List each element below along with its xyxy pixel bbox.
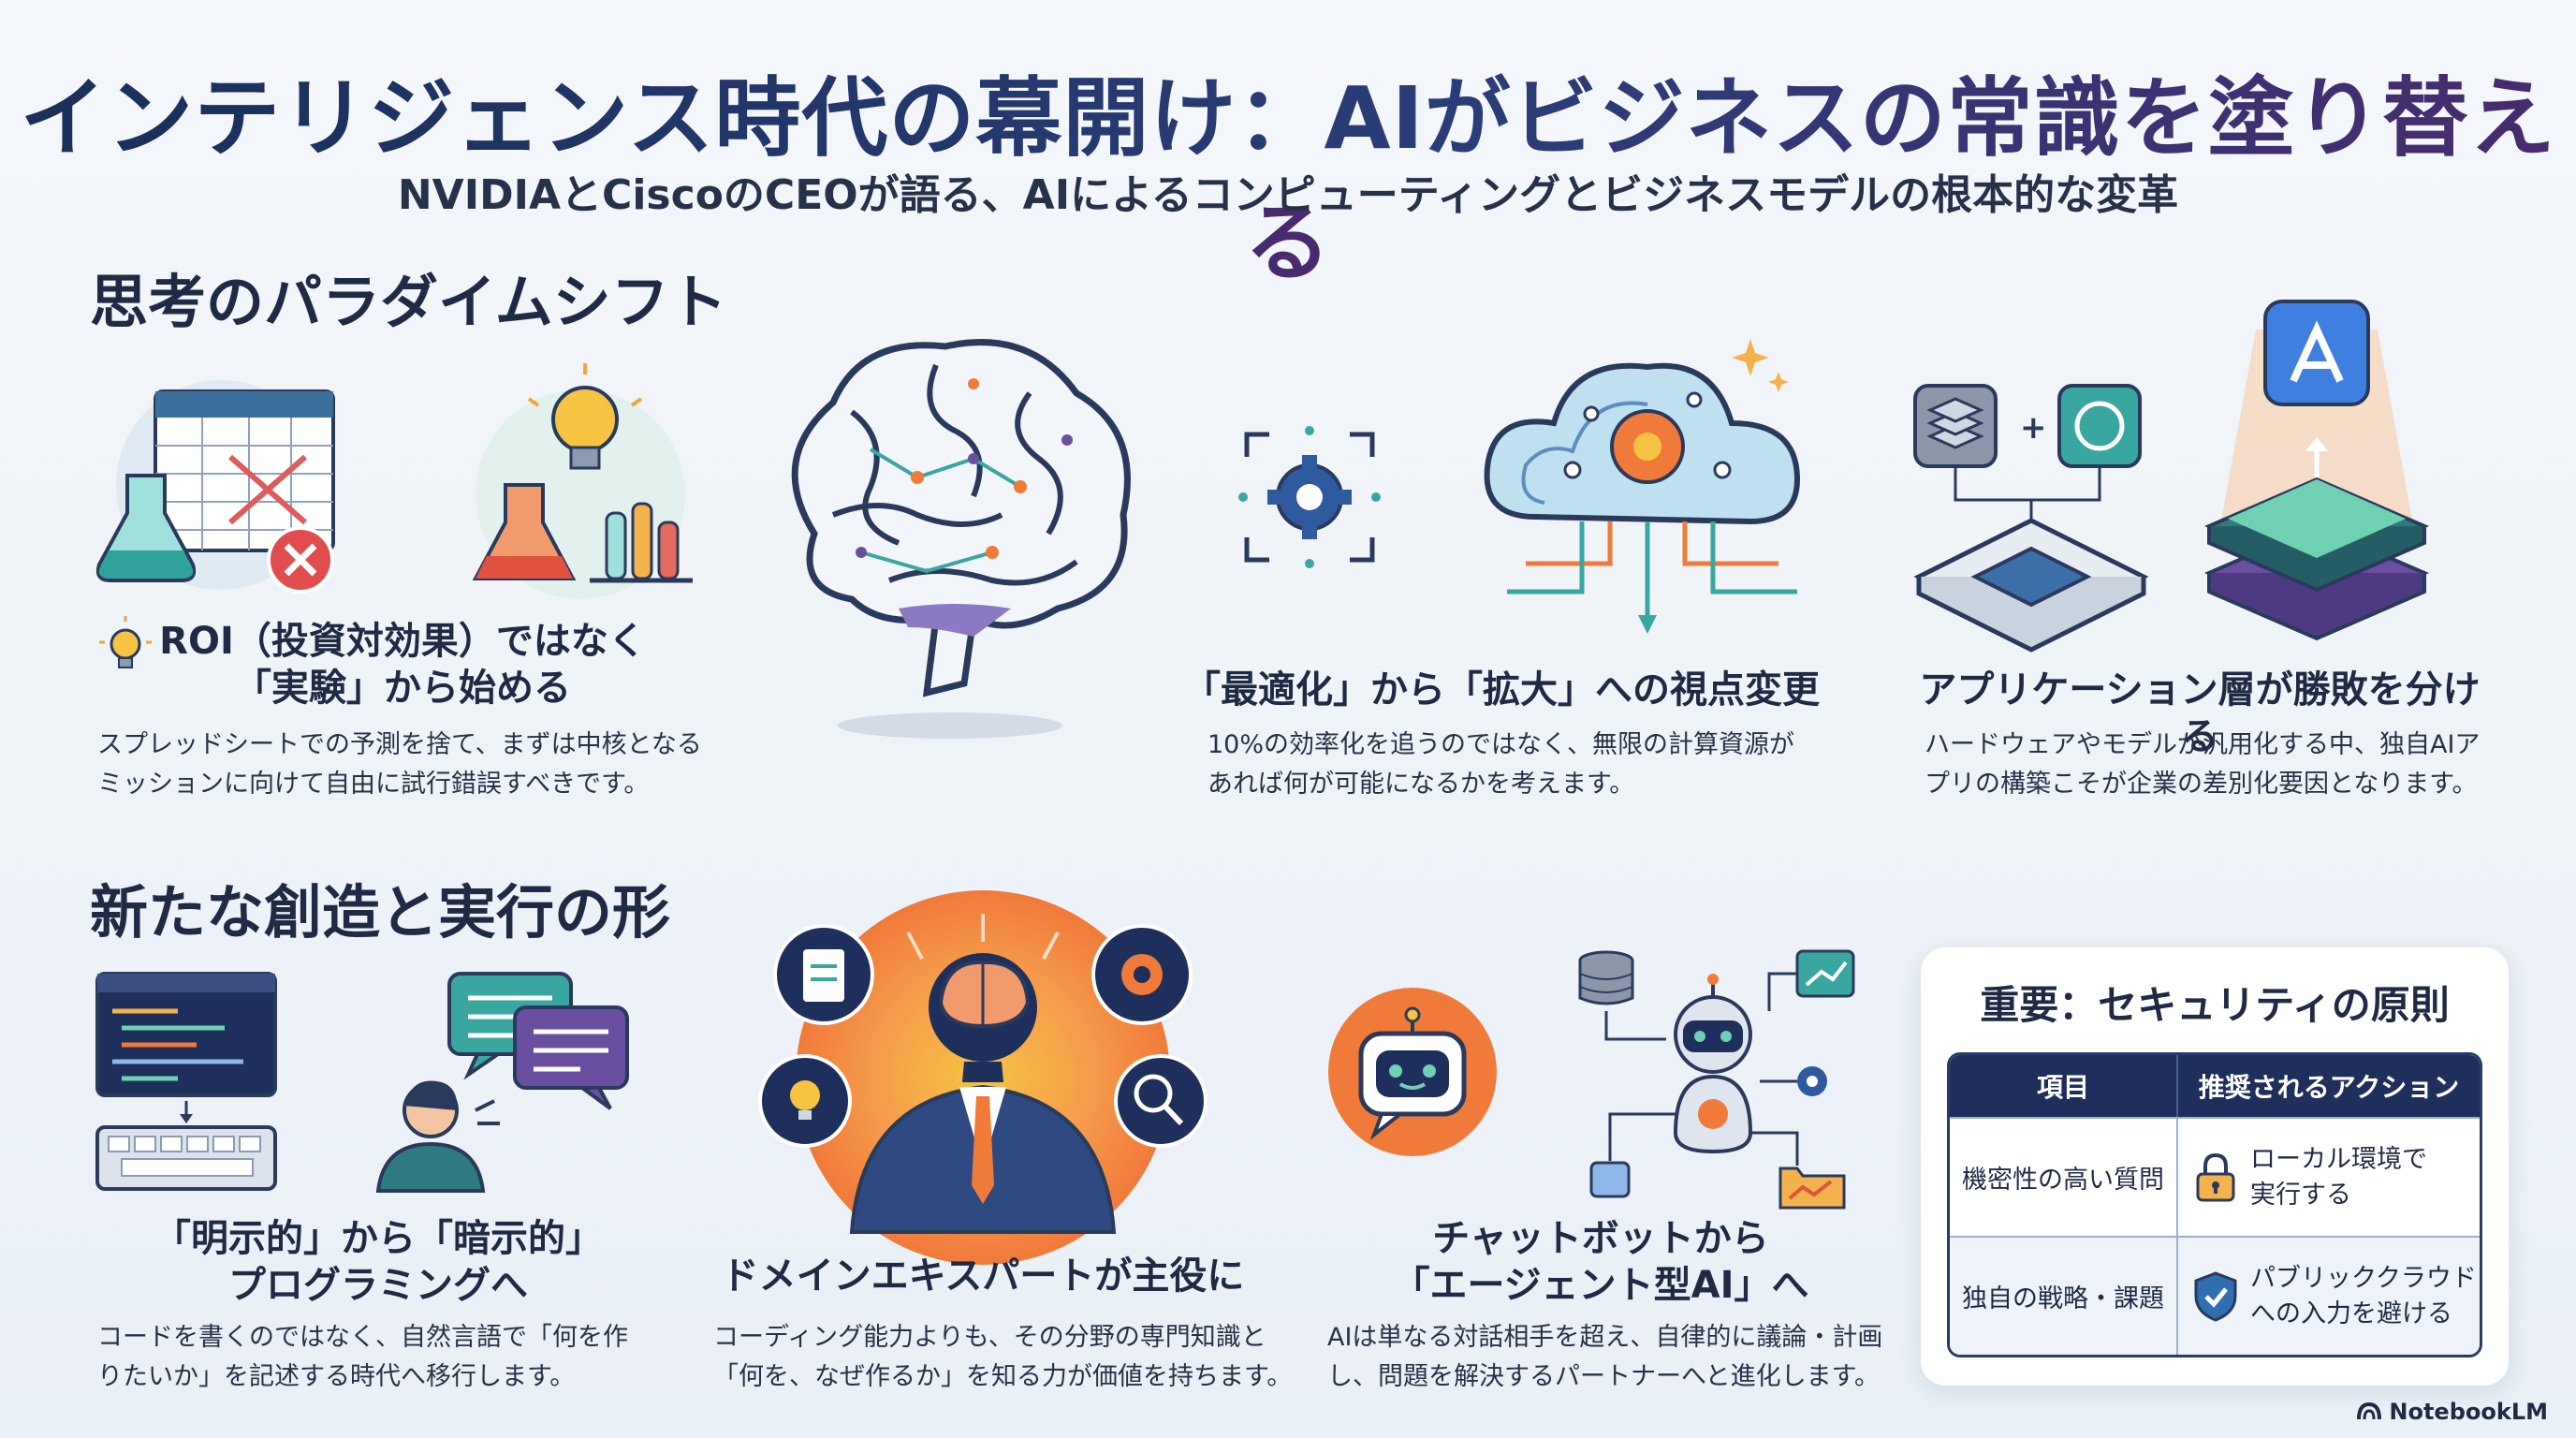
cloud-compute-icon [1484,339,1801,634]
lightbulb-lab-icon [472,363,693,599]
card-roi-title: ROI（投資対効果）ではなく 「実験」から始める [159,620,646,710]
gear-target-icon [1238,426,1381,568]
model-chip-icon: + [1913,384,2149,653]
section-title-paradigm-shift: 思考のパラダイムシフト [90,268,727,336]
security-table-header: 項目 推奨されるアクション [1950,1055,2480,1117]
notebooklm-brand: NotebookLM [2357,1399,2548,1425]
card-domain-expert-title: ドメインエキスパートが主役に [721,1255,1245,1298]
spreadsheet-flask-icon [95,380,335,594]
card-agentic-ai-title: チャットボットから 「エージェント型AI」へ [1392,1217,1809,1307]
security-row-action: ローカル環境で実行する [2178,1117,2480,1236]
lightbulb-small-icon [97,616,154,680]
card-agentic-ai-body: AIは単なる対話相手を超え、自律的に議論・計画 し、問題を解決するパートナーへと… [1327,1323,1883,1391]
page-title: インテリジェンス時代の幕開け：AIがビジネスの常識を塗り替える [20,68,2556,293]
code-keyboard-icon [95,972,277,1191]
agent-network-icon [1578,949,1855,1210]
card-implicit-programming-title: 「明示的」から「暗示的」 プログラミングへ [154,1217,603,1307]
card-scale-body: 10%の効率化を追うのではなく、無限の計算資源が あれば何が可能になるかを考えま… [1208,730,1795,799]
app-store-stack-icon [2203,300,2430,641]
card-app-layer-title: アプリケーション層が勝敗を分ける [1919,668,2481,758]
svg-text:+: + [2020,409,2047,447]
section-title-new-creation: 新たな創造と実行の形 [90,878,671,946]
card-scale-title: 「最適化」から「拡大」への視点変更 [1183,668,1820,712]
notebooklm-logo-icon [2357,1401,2382,1420]
page-subtitle: NVIDIAとCiscoのCEOが語る、AIによるコンピューティングとビジネスモ… [397,171,2179,219]
security-row-item: 機密性の高い質問 [1950,1117,2178,1236]
chatbot-icon [1328,988,1497,1156]
security-header-action: 推奨されるアクション [2178,1055,2480,1117]
security-title: 重要：セキュリティの原則 [1980,982,2450,1028]
card-roi-body: スプレッドシートでの予測を捨て、まずは中核となる ミッションに向けて自由に試行錯… [97,730,702,799]
brain-icon [791,339,1131,739]
security-header-item: 項目 [1950,1055,2178,1117]
shield-icon [2194,1270,2237,1322]
card-app-layer-body: ハードウェアやモデルが汎用化する中、独自AIア プリの構築こそが企業の差別化要因… [1925,730,2481,799]
table-row: 機密性の高い質問 ローカル環境で実行する [1950,1117,2480,1236]
domain-expert-icon [758,890,1208,1265]
card-domain-expert-body: コーディング能力よりも、その分野の専門知識と 「何を、なぜ作るか」を知る力が価値… [713,1323,1293,1391]
card-implicit-programming-body: コードを書くのではなく、自然言語で「何を作 りたいか」を記述する時代へ移行します… [97,1323,628,1391]
security-row-item: 独自の戦略・課題 [1950,1236,2178,1355]
security-table: 項目 推奨されるアクション 機密性の高い質問 ローカル環境で実行する 独自の戦略… [1947,1052,2482,1357]
lock-icon [2196,1152,2235,1201]
security-row-action: パブリッククラウドへの入力を避ける [2178,1236,2480,1355]
table-row: 独自の戦略・課題 パブリッククラウドへの入力を避ける [1950,1236,2480,1355]
chat-person-icon [375,972,629,1193]
